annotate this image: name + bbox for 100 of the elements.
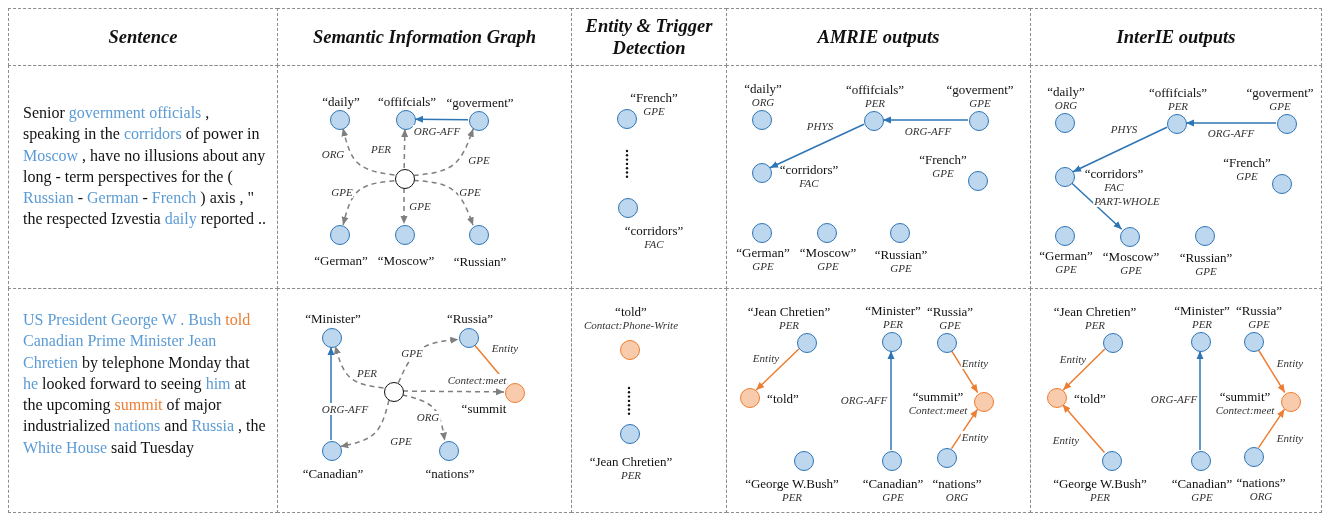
node-label: “Russia” (446, 312, 494, 326)
edge-label: GPE (458, 186, 482, 198)
edge-label: ORG (415, 411, 441, 423)
edge-label: Entity (960, 431, 990, 443)
node-label: “German” (1039, 248, 1093, 263)
type-label: PER (781, 490, 804, 504)
node-label: “Russian” (874, 247, 928, 262)
edge-label: GPE (330, 186, 354, 198)
sentence-panel (8, 65, 278, 289)
node-label: “goverment” (446, 96, 514, 110)
node-label: “Moscow” (799, 245, 857, 260)
edge-label: GPE (408, 200, 432, 212)
arrow (1185, 119, 1277, 127)
edge-label: ORG-AFF (320, 403, 370, 415)
type-label: PER (1190, 317, 1214, 331)
edge-label: ORG (320, 148, 346, 160)
type-label: Contact:Phone-Write (583, 318, 679, 332)
type-label: GPE (816, 259, 840, 273)
dashed-arrow (334, 345, 385, 389)
header-cell (571, 8, 727, 66)
type-label: ORG (1248, 489, 1274, 503)
arrow (882, 116, 969, 124)
type-label: GPE (881, 490, 905, 504)
node-label: “Moscow” (377, 254, 435, 268)
node-label: “summit” (1218, 389, 1272, 404)
dashed-arrow (402, 388, 505, 396)
node-label: “Jean Chretien” (589, 454, 673, 469)
node-label: “daily” (744, 81, 782, 96)
sentence-panel (8, 288, 278, 513)
edge-label: ORG-AFF (839, 394, 889, 406)
arrow (887, 350, 895, 451)
type-label: PER (619, 468, 643, 482)
dashed-arrow (341, 179, 396, 226)
node-label: “Canadian” (302, 467, 364, 481)
edge-label: Entity (1058, 353, 1088, 365)
type-label: FAC (643, 237, 665, 251)
arrow (1061, 403, 1106, 454)
dashed-arrow (400, 187, 408, 225)
arrow (1257, 408, 1286, 449)
graph-panel (571, 288, 727, 513)
type-label: PER (1089, 490, 1112, 504)
type-label: FAC (798, 176, 820, 190)
type-label: PER (1083, 318, 1107, 332)
type-label: GPE (1269, 99, 1291, 113)
node-label: “daily” (1047, 84, 1085, 99)
node-label: “German” (314, 254, 368, 268)
node-label: “Minister” (1174, 303, 1230, 318)
arrow (1062, 348, 1106, 391)
dashed-arrow (401, 394, 447, 442)
node-label: “Jean Chretien” (1053, 304, 1137, 319)
root-node (384, 382, 404, 402)
type-label: PER (863, 96, 887, 110)
column-header: Semantic Information Graph (311, 26, 538, 48)
arrow (414, 115, 469, 123)
node-label: “nations” (1236, 475, 1286, 490)
edge-label: Entity (1275, 357, 1305, 369)
type-label: PER (777, 318, 801, 332)
arrow (1072, 126, 1168, 173)
type-label: GPE (1190, 490, 1214, 504)
edge-label: PHYS (805, 120, 835, 132)
type-label: GPE (1194, 264, 1218, 278)
type-label: ORG (944, 490, 970, 504)
edge-label: GPE (389, 435, 413, 447)
type-label: GPE (938, 318, 962, 332)
node-label: “French” (919, 152, 967, 167)
node-label: “Minister” (865, 303, 921, 318)
arrow (950, 349, 979, 394)
type-label: GPE (642, 104, 666, 118)
type-label: GPE (931, 166, 955, 180)
column-header: InterIE outputs (1115, 26, 1237, 48)
node-label: “Minister” (305, 312, 361, 326)
node-label: “Moscow” (1102, 249, 1160, 264)
edge-label: Entity (1051, 434, 1081, 446)
node-label: “corridors” (1084, 166, 1144, 181)
edge-label: GPE (400, 347, 424, 359)
dashed-arrow (341, 127, 396, 176)
type-label: PER (881, 317, 905, 331)
edge-label: PHYS (1109, 123, 1139, 135)
node-label: “told” (767, 392, 799, 406)
node-label: “told” (1074, 392, 1106, 406)
node-label: “offifcials” (845, 82, 905, 97)
sentence-text: Senior government officials , speaking in the corridors of power in Moscow , have no illusions about any long - term perspectives for the ( Russian - German - French ) axis , " the respected Izvestia daily reported .. (23, 103, 267, 230)
edge-label: PER (355, 367, 379, 379)
edge-label: Entity (960, 357, 990, 369)
type-label: PER (1166, 99, 1190, 113)
edge-label: Contect:meet (446, 374, 508, 386)
node-label: “Jean Chretien” (747, 304, 831, 319)
edge-label: ORG-AFF (903, 125, 953, 137)
type-label: GPE (1119, 263, 1143, 277)
node-label: “daily” (322, 95, 360, 109)
node-label: “Russia” (926, 304, 974, 319)
node-label: “Russian” (1179, 250, 1233, 265)
graph-panel (571, 65, 727, 289)
arrow (950, 408, 979, 450)
node-label: “Canadian” (1171, 476, 1233, 491)
type-label: GPE (1247, 317, 1271, 331)
column-header: Sentence (107, 26, 179, 48)
header-cell (277, 8, 572, 66)
type-label: Contect:meet (1215, 403, 1275, 417)
arrow (327, 346, 335, 441)
